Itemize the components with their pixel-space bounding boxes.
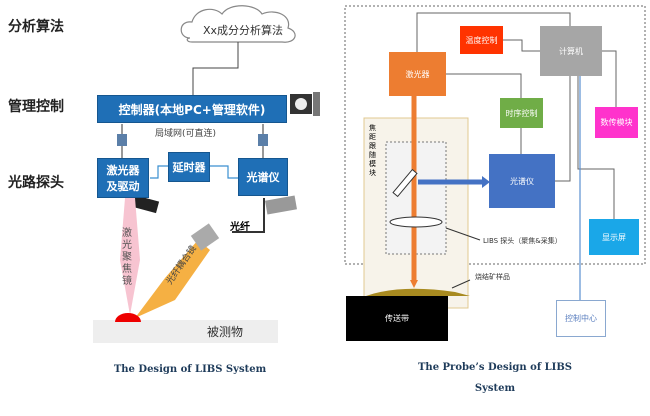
delay-spec-link <box>210 165 238 179</box>
coupler-head-icon <box>190 223 220 251</box>
lens-label: 激光聚焦镜 <box>122 228 132 287</box>
fiber-label: 光纤 <box>230 222 250 233</box>
lens-icon <box>389 216 443 228</box>
r-spectrometer-box: 光谱仪 <box>489 154 555 208</box>
laser-box: 激光器 及驱动 <box>97 158 149 198</box>
right-caption-line1: The Probe’s Design of LIBS <box>417 362 572 373</box>
sinter-sample <box>345 288 470 296</box>
display-box: 显示屏 <box>589 219 639 255</box>
spectrometer-device-icon <box>265 195 297 215</box>
mirror-icon <box>392 168 418 198</box>
sinter-label: 烧结矿样品 <box>475 273 510 281</box>
timing-box: 时序控制 <box>500 98 543 128</box>
laser-delay-link <box>150 165 168 179</box>
system-boundary <box>344 5 646 265</box>
plasma-spot <box>115 313 141 322</box>
laser-beam <box>120 198 140 315</box>
transfer-box: 数传模块 <box>595 107 638 138</box>
switch-icon <box>258 134 268 146</box>
controller-box: 控制器(本地PC+管理软件) <box>97 95 287 123</box>
delay-box: 延时器 <box>168 152 210 182</box>
cloud-label: Xx成分分析算法 <box>202 24 284 37</box>
laser-device-icon <box>130 194 160 214</box>
computer-box: 计算机 <box>540 26 602 76</box>
control-center-box: 控制中心 <box>556 300 606 337</box>
collection-beam <box>135 240 210 318</box>
switch-icon <box>117 134 127 146</box>
layer-label-probe: 光路探头 <box>8 175 64 191</box>
belt-box: 传送带 <box>346 296 448 341</box>
layer-label-management: 管理控制 <box>8 99 64 115</box>
r-laser-box: 激光器 <box>389 52 446 96</box>
layer-label-analysis: 分析算法 <box>8 19 64 35</box>
computer-icon <box>290 92 320 116</box>
fiber-line <box>232 198 265 233</box>
probe-label: LIBS 探头（聚焦&采集） <box>483 237 562 245</box>
temp-control-box: 温度控制 <box>460 26 503 54</box>
lan-label: 局域网(可直连) <box>155 129 217 139</box>
spectrometer-box: 光谱仪 <box>238 158 288 196</box>
cloud-icon <box>180 5 296 43</box>
cloud-link <box>192 42 239 95</box>
right-caption-line2: System <box>474 383 516 394</box>
left-caption: The Design of LIBS System <box>113 364 267 375</box>
sample-label: 被测物 <box>207 325 244 339</box>
sample-bar <box>93 320 278 343</box>
focus-module-label: 焦距跟随模块 <box>369 124 376 177</box>
